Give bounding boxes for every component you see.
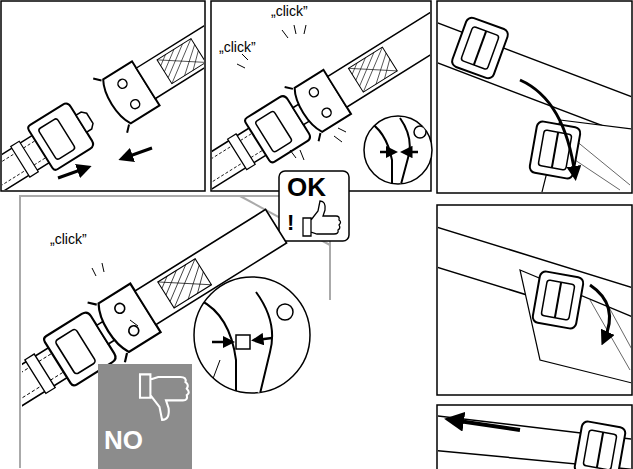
sound-label: „click” xyxy=(219,40,256,55)
icon-mark: ! xyxy=(287,211,294,235)
icon-word: NO xyxy=(104,426,143,455)
no-icon: NO xyxy=(98,364,192,469)
icon-word: OK xyxy=(287,173,326,202)
ok-icon: OK! xyxy=(279,171,349,241)
sound-label: „click” xyxy=(271,4,308,19)
sound-label: „click” xyxy=(50,232,87,247)
